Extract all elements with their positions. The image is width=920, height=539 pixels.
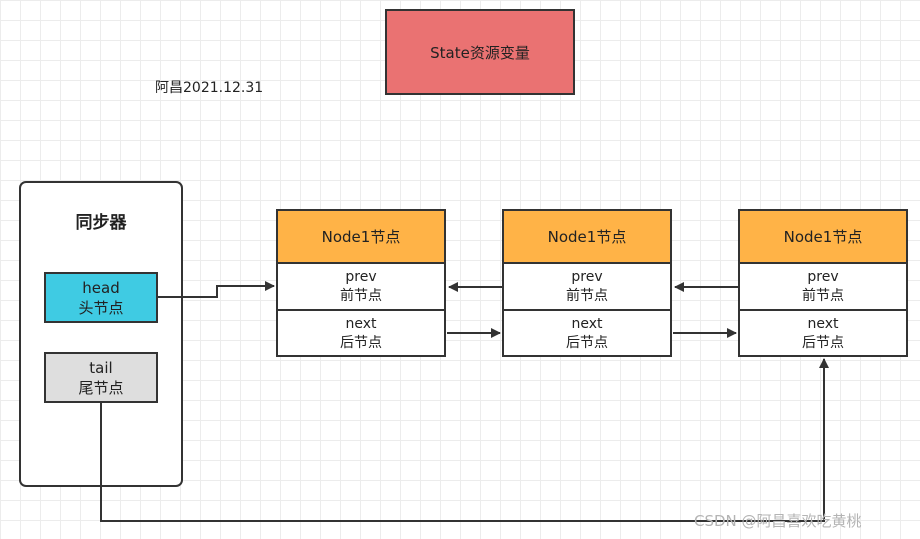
node-3-title: Node1节点 [740, 211, 906, 264]
node-2-prev-field: prev 前节点 [504, 264, 670, 311]
node-3: Node1节点 prev 前节点 next 后节点 [738, 209, 908, 357]
node-1-next-label: next [345, 316, 377, 332]
tail-to-node-3-arrow [100, 358, 829, 522]
node-3-prev-cn: 前节点 [802, 287, 844, 304]
node-2-next-cn: 后节点 [566, 335, 608, 351]
node-2-next-field: next 后节点 [504, 311, 670, 357]
node-1-title: Node1节点 [278, 211, 444, 264]
state-resource-box: State资源变量 [385, 9, 575, 95]
node-3-prev-label: prev [807, 268, 839, 285]
tail-label-cn: 尾节点 [78, 378, 124, 397]
node-3-prev-field: prev 前节点 [740, 264, 906, 311]
node-1-prev-field: prev 前节点 [278, 264, 444, 311]
csdn-watermark: CSDN @阿昌喜欢吃黄桃 [694, 512, 862, 530]
node-2-next-label: next [571, 316, 603, 332]
node-1-prev-label: prev [345, 268, 377, 285]
synchronizer-title: 同步器 [75, 213, 127, 233]
node-1-next-cn: 后节点 [340, 335, 382, 351]
node-2-title: Node1节点 [504, 211, 670, 264]
node-3-next-field: next 后节点 [740, 311, 906, 357]
tail-label-en: tail [89, 358, 113, 377]
node-2-prev-label: prev [571, 268, 603, 285]
head-node-box: head 头节点 [44, 272, 158, 323]
tail-node-box: tail 尾节点 [44, 352, 158, 403]
node-3-next-label: next [807, 316, 839, 332]
author-date-label: 阿昌2021.12.31 [155, 80, 264, 96]
head-label-en: head [82, 278, 120, 297]
node-2-prev-cn: 前节点 [566, 287, 608, 304]
node-3-next-cn: 后节点 [802, 335, 844, 351]
state-resource-label: State资源变量 [430, 43, 530, 62]
head-label-cn: 头节点 [78, 298, 124, 317]
node-1: Node1节点 prev 前节点 next 后节点 [276, 209, 446, 357]
head-to-node-1-arrow [158, 281, 275, 298]
node-1-prev-cn: 前节点 [340, 287, 382, 304]
node-1-next-field: next 后节点 [278, 311, 444, 357]
node-2: Node1节点 prev 前节点 next 后节点 [502, 209, 672, 357]
